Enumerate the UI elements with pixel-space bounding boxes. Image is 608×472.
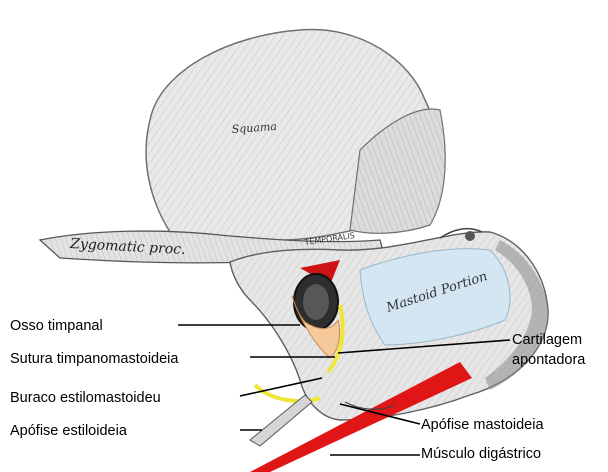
label-musculo-digastrico: Músculo digástrico	[421, 446, 541, 463]
label-apofise-mastoideia: Apófise mastoideia	[421, 417, 544, 434]
label-sutura-timpanomastoideia: Sutura timpanomastoideia	[10, 351, 178, 368]
label-apontadora: apontadora	[512, 352, 585, 369]
label-cartilagem: Cartilagem	[512, 332, 582, 349]
label-apofise-estiloideia: Apófise estiloideia	[10, 423, 127, 440]
label-buraco-estilomastoideu: Buraco estilomastoideu	[10, 390, 161, 407]
label-osso-timpanal: Osso timpanal	[10, 318, 103, 335]
styloid-process	[250, 395, 312, 446]
